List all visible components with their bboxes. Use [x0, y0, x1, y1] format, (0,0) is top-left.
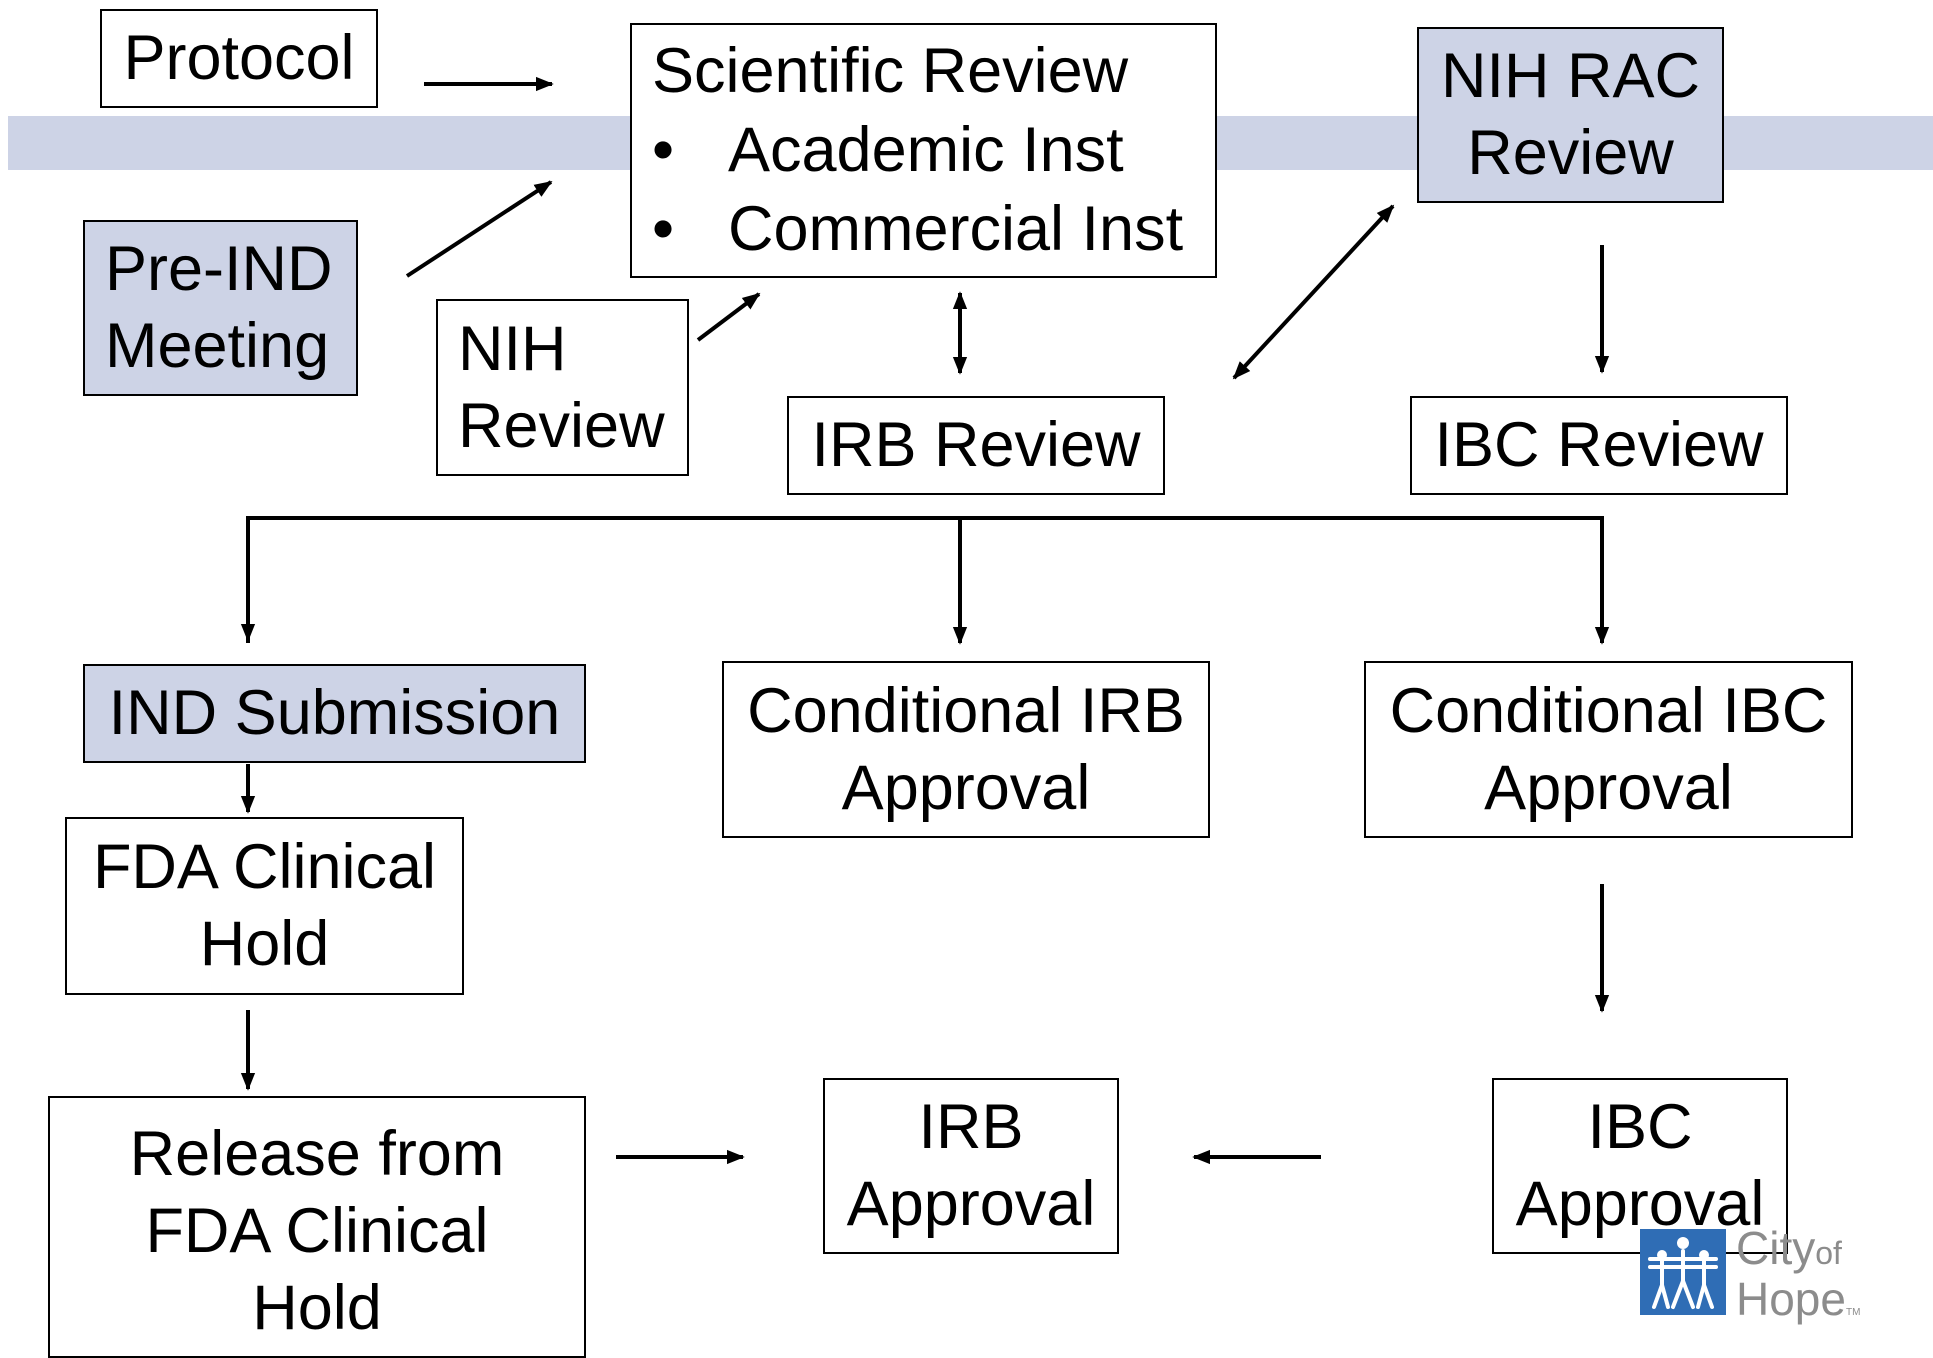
bullet-commercial-inst: •Commercial Inst — [652, 190, 1183, 269]
nih-review-box: NIH Review — [436, 299, 689, 476]
arrow-pre-ind-to-scientific-review — [405, 180, 553, 278]
conditional-irb-approval-box: Conditional IRB Approval — [722, 661, 1210, 838]
ind-submission-box: IND Submission — [83, 664, 586, 763]
nih-rac-review-box: NIH RAC Review — [1417, 27, 1724, 203]
scientific-review-title: Scientific Review — [652, 36, 1129, 106]
logo-figures-icon — [1640, 1229, 1726, 1315]
connector-review-bar — [246, 516, 1604, 643]
pre-ind-meeting-box: Pre-IND Meeting — [83, 220, 358, 396]
release-from-fda-clinical-hold-box: Release from FDA Clinical Hold — [48, 1096, 586, 1358]
ibc-review-box: IBC Review — [1410, 396, 1788, 495]
bullet-glyph: • — [652, 115, 675, 185]
city-of-hope-logo: Cityof HopeTM — [1640, 1225, 1880, 1335]
bullet-academic-inst: •Academic Inst — [652, 111, 1183, 190]
irb-approval-box: IRB Approval — [823, 1078, 1119, 1254]
logo-wordmark: Cityof HopeTM — [1736, 1222, 1861, 1325]
conditional-ibc-approval-box: Conditional IBC Approval — [1364, 661, 1853, 838]
protocol-box: Protocol — [100, 9, 378, 108]
scientific-review-box: Scientific Review •Academic Inst •Commer… — [630, 23, 1217, 278]
arrow-nih-review-to-scientific-review — [696, 292, 761, 342]
irb-review-box: IRB Review — [787, 396, 1165, 495]
arrow-irb-review-nih-rac-review — [1232, 204, 1395, 380]
fda-clinical-hold-box: FDA Clinical Hold — [65, 817, 464, 995]
protocol-label: Protocol — [123, 23, 355, 93]
scientific-review-bullets: •Academic Inst •Commercial Inst — [652, 111, 1183, 269]
bullet-glyph: • — [652, 194, 675, 264]
